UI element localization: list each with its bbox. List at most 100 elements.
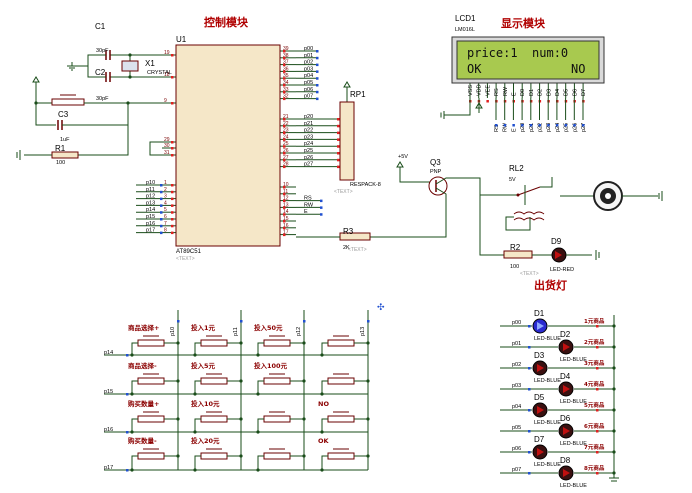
keypad-button-label: 商品选择- <box>128 361 157 370</box>
mcu-pin-number: 23 <box>283 128 289 134</box>
keypad-row-net: p17 <box>104 465 113 471</box>
junction-dot <box>366 417 370 421</box>
pin-marker-blue <box>303 320 306 323</box>
pin-marker-blue <box>320 213 323 216</box>
r1-value: 100 <box>56 160 65 166</box>
junction-dot <box>130 353 134 357</box>
mcu-u1[interactable]: U1 AT89C51 <TEXT> <box>175 35 281 262</box>
pin-marker-blue <box>160 218 163 221</box>
x1-part: CRYSTAL <box>147 70 172 76</box>
keypad-button-wire <box>131 418 138 432</box>
power-arrow <box>32 76 40 87</box>
mcu-ref: U1 <box>176 35 187 44</box>
keypad-col-net: p12 <box>296 327 302 336</box>
junction-dot <box>34 101 38 105</box>
mcu-pin-number: 2 <box>164 187 167 193</box>
lcd-net-label: p25 <box>564 123 570 132</box>
led-net-label: p04 <box>512 404 521 410</box>
pin-marker-red <box>171 147 174 150</box>
net-label: p27 <box>304 162 313 168</box>
led-product-label: 1元商品 <box>584 317 605 325</box>
pin-marker-red <box>337 158 340 162</box>
pin-marker-blue <box>495 124 498 127</box>
junction-dot <box>612 345 616 349</box>
lcd-net-label: p23 <box>546 123 552 132</box>
pin-marker-red <box>283 77 286 80</box>
lcd-module[interactable]: LCD1 LM016L price:1 num:0 OK NO <box>451 14 605 84</box>
r2-value: 100 <box>510 264 519 270</box>
pin-marker-red <box>283 152 286 155</box>
pin-marker-red <box>283 138 286 141</box>
led-arrow <box>537 322 544 330</box>
led-product-label: 7元商品 <box>584 443 605 451</box>
q3-collector-wire <box>435 177 458 185</box>
r2-ref: R2 <box>510 243 521 252</box>
pin-marker-red <box>171 211 174 214</box>
net-label: E <box>304 209 308 215</box>
mcu-pin-number: 28 <box>283 162 289 168</box>
keypad-row-net: p16 <box>104 427 113 433</box>
net-label: RS <box>304 196 312 202</box>
pin-marker-blue <box>367 320 370 323</box>
resistor-pack-rp1[interactable]: RP1 RESPACK-8 <box>339 90 381 188</box>
pin-marker-blue <box>573 124 576 127</box>
junction-dot <box>256 353 260 357</box>
pin-marker-blue <box>160 224 163 228</box>
keypad-button-wire <box>321 418 328 432</box>
pin-marker-blue <box>320 199 323 203</box>
junction-dot <box>193 353 197 357</box>
mcu-pin-number: 18 <box>164 72 170 78</box>
mcu-pin-number: 29 <box>164 137 170 143</box>
led-part: LED-BLUE <box>534 420 561 426</box>
net-label: RW <box>304 202 314 208</box>
d9-led-arrow <box>555 251 562 259</box>
junction-dot <box>612 366 616 370</box>
reset-circuit[interactable]: C3 1uF R1 100 <box>55 110 70 166</box>
pin-marker-red <box>171 76 174 79</box>
pin-marker-red <box>283 213 286 216</box>
pin-marker-red <box>283 233 286 237</box>
junction-dot <box>612 324 616 328</box>
pin-marker-red <box>486 100 489 103</box>
lcd-pin-name: D5 <box>564 89 570 96</box>
net-label: p20 <box>304 114 313 120</box>
pin-marker-red <box>596 430 599 433</box>
pin-marker-red <box>596 388 599 391</box>
crystal-circuit[interactable]: C1 30pF C2 30pF X1 CRYSTAL <box>95 22 172 102</box>
mcu-pin-number: 37 <box>283 60 289 66</box>
pin-marker-red <box>596 451 599 454</box>
power-arrow <box>475 102 483 113</box>
keypad-button-wire <box>131 380 138 394</box>
led-ref: D3 <box>534 351 545 360</box>
lcd-line-1: price:1 num:0 <box>467 46 568 60</box>
led-net-label: p03 <box>512 383 521 389</box>
mcu-pin-number: 12 <box>283 196 289 202</box>
junction-dot <box>130 392 134 396</box>
pin-marker-blue <box>528 409 531 412</box>
mcu-pin-number: 36 <box>283 66 289 72</box>
junction-dot <box>128 75 132 79</box>
mcu-pin-number: 4 <box>164 200 167 206</box>
keypad-button-label: 商品选择+ <box>128 323 159 332</box>
driver-circuit[interactable]: +5V Q3 PNP R3 2K RL2 5V R2 100 D9 LED-RE… <box>343 154 574 273</box>
keypad-button-label: 投入10元 <box>191 399 220 408</box>
p1-net-label: p11 <box>146 187 155 193</box>
pin-marker-blue <box>126 469 129 472</box>
c2-value: 30pF <box>96 96 109 102</box>
mcu-pin-number: 9 <box>164 98 167 104</box>
pin-marker-red <box>171 224 174 228</box>
mcu-pin-number: 26 <box>283 148 289 154</box>
keypad-button-wire <box>194 455 201 470</box>
keypad-button-label: 投入5元 <box>191 361 216 370</box>
pin-marker-blue <box>528 346 531 349</box>
net-label: p06 <box>304 87 313 93</box>
lcd-vss-wire <box>444 98 471 116</box>
junction-dot <box>256 392 260 396</box>
pin-marker-red <box>337 145 340 148</box>
lcd-line-2-left: OK <box>467 62 482 76</box>
led-arrow <box>563 385 570 393</box>
mcu-pin-number: 32 <box>283 94 289 100</box>
pin-marker-red <box>337 124 340 128</box>
power-arrow <box>343 81 351 92</box>
mcu-pin-number: 34 <box>283 80 289 86</box>
